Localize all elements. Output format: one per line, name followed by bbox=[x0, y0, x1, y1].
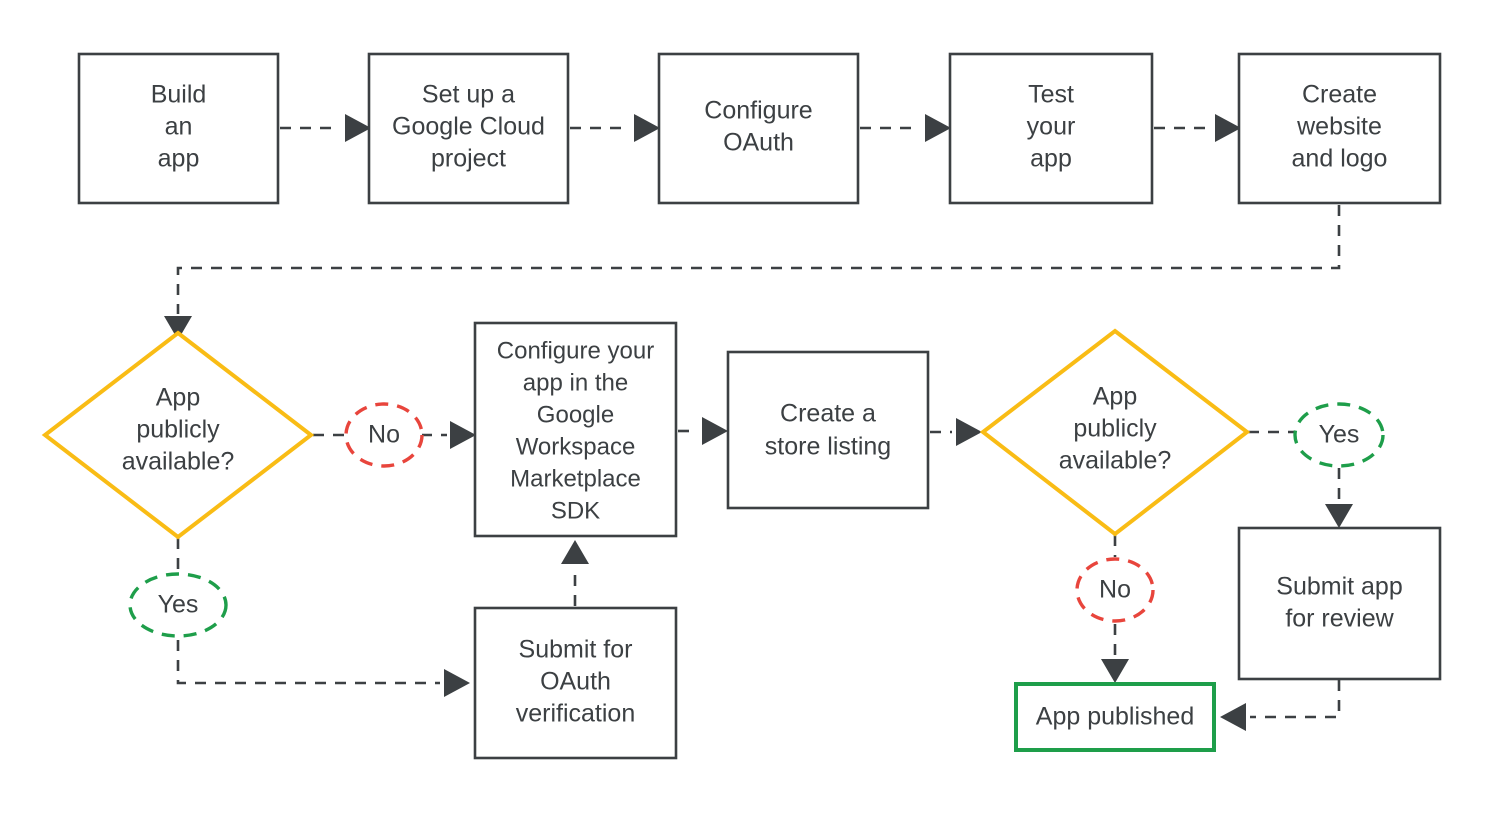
decision-left-line-3: available? bbox=[122, 448, 235, 476]
node-test-your-app-line-1: Test bbox=[1028, 81, 1074, 109]
edge-label-yes-right: Yes bbox=[1293, 402, 1385, 468]
decision-left-line-2: publicly bbox=[136, 416, 220, 444]
node-oauth-verification-line-3: verification bbox=[516, 700, 636, 728]
edge-gcp-to-oauth bbox=[570, 114, 660, 142]
edge-decision-right-yes bbox=[1248, 430, 1353, 528]
decision-right-line-2: publicly bbox=[1073, 415, 1157, 443]
node-build-an-app-line-3: app bbox=[158, 145, 200, 173]
node-decision-app-publicly-available-left[interactable]: App publicly available? bbox=[41, 330, 315, 540]
node-app-published[interactable]: App published bbox=[1014, 682, 1216, 752]
node-build-an-app[interactable]: Build an app bbox=[77, 52, 280, 205]
node-set-up-google-cloud-project[interactable]: Set up a Google Cloud project bbox=[367, 52, 570, 205]
node-website-logo-line-1: Create bbox=[1302, 81, 1377, 109]
edge-store-listing-to-decision-right bbox=[930, 418, 982, 446]
node-test-your-app-line-3: app bbox=[1030, 145, 1072, 173]
node-gcp-project-line-1: Set up a bbox=[422, 81, 515, 109]
edge-label-yes-left: Yes bbox=[128, 572, 228, 638]
node-create-store-listing[interactable]: Create a store listing bbox=[726, 350, 930, 510]
edge-test-to-website bbox=[1154, 114, 1241, 142]
edge-label-no-left: No bbox=[344, 402, 424, 468]
edge-label-no-left-text: No bbox=[368, 421, 400, 449]
node-store-listing-line-2: store listing bbox=[765, 433, 891, 461]
edge-oauth-to-test bbox=[860, 114, 951, 142]
node-app-published-text: App published bbox=[1036, 703, 1194, 731]
node-oauth-verification-line-1: Submit for bbox=[519, 636, 633, 664]
node-sdk-line-1: Configure your bbox=[497, 337, 654, 364]
edge-sdk-to-store-listing bbox=[678, 417, 728, 445]
node-gcp-project-line-2: Google Cloud bbox=[392, 113, 545, 141]
edge-oauth-verification-to-sdk bbox=[561, 540, 589, 606]
node-store-listing-line-1: Create a bbox=[780, 400, 876, 428]
edge-label-yes-right-text: Yes bbox=[1319, 421, 1360, 449]
node-test-your-app-line-2: your bbox=[1027, 113, 1076, 141]
node-oauth-verification-line-2: OAuth bbox=[540, 668, 611, 696]
node-build-an-app-line-1: Build bbox=[151, 81, 207, 109]
node-configure-oauth[interactable]: Configure OAuth bbox=[657, 52, 860, 205]
node-website-logo-line-2: website bbox=[1296, 113, 1382, 141]
edge-decision-right-no bbox=[1101, 535, 1129, 683]
node-submit-review-line-2: for review bbox=[1285, 605, 1394, 633]
node-sdk-line-2: app in the bbox=[523, 369, 628, 396]
edge-submit-review-to-published bbox=[1220, 680, 1341, 731]
edge-label-yes-left-text: Yes bbox=[158, 591, 199, 619]
edge-website-to-decision-left bbox=[164, 205, 1341, 340]
node-sdk-line-3: Google bbox=[537, 401, 614, 428]
node-decision-app-publicly-available-right[interactable]: App publicly available? bbox=[979, 328, 1251, 537]
edge-decision-left-yes bbox=[176, 538, 470, 697]
node-sdk-line-4: Workspace bbox=[516, 433, 636, 460]
node-configure-app-marketplace-sdk[interactable]: Configure your app in the Google Workspa… bbox=[473, 321, 678, 538]
node-build-an-app-line-2: an bbox=[165, 113, 193, 141]
edge-label-no-right-text: No bbox=[1099, 576, 1131, 604]
node-configure-oauth-line-1: Configure bbox=[704, 97, 812, 125]
node-sdk-line-5: Marketplace bbox=[510, 465, 641, 492]
node-configure-oauth-line-2: OAuth bbox=[723, 129, 794, 157]
node-create-website-and-logo[interactable]: Create website and logo bbox=[1237, 52, 1442, 205]
node-website-logo-line-3: and logo bbox=[1292, 145, 1388, 173]
node-submit-review-line-1: Submit app bbox=[1276, 573, 1402, 601]
edge-build-to-gcp bbox=[280, 114, 371, 142]
node-gcp-project-line-3: project bbox=[431, 145, 506, 173]
node-submit-for-oauth-verification[interactable]: Submit for OAuth verification bbox=[473, 606, 678, 760]
decision-left-line-1: App bbox=[156, 384, 200, 412]
decision-right-line-3: available? bbox=[1059, 447, 1172, 475]
node-submit-app-for-review[interactable]: Submit app for review bbox=[1237, 526, 1442, 681]
node-test-your-app[interactable]: Test your app bbox=[948, 52, 1154, 205]
node-sdk-line-6: SDK bbox=[551, 497, 600, 524]
decision-right-line-1: App bbox=[1093, 383, 1137, 411]
edge-label-no-right: No bbox=[1075, 557, 1155, 623]
edge-decision-left-no bbox=[313, 421, 476, 449]
